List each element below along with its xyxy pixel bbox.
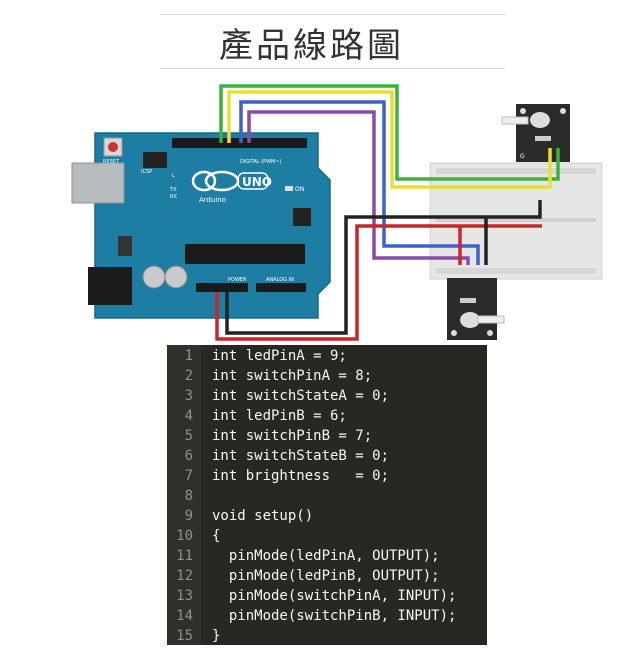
analog-label: ANALOG IN bbox=[266, 277, 294, 283]
icsp-label: ICSP bbox=[141, 169, 152, 175]
reset-label: RESET bbox=[103, 159, 120, 165]
code-text: pinMode(switchPinB, INPUT); bbox=[212, 608, 457, 624]
tx-label: TX bbox=[169, 187, 177, 193]
code-line: 6 int switchStateB = 0; bbox=[167, 446, 487, 466]
code-line: 7 int brightness = 0; bbox=[167, 466, 487, 486]
code-line: 14 pinMode(switchPinB, INPUT); bbox=[167, 606, 487, 626]
code-text: { bbox=[212, 528, 221, 544]
line-number: 8 bbox=[184, 488, 193, 504]
microcontroller-chip bbox=[185, 244, 305, 264]
led-module-b bbox=[447, 278, 505, 340]
line-number: 14 bbox=[176, 608, 193, 624]
rx-label: RX bbox=[170, 194, 177, 200]
analog-header bbox=[256, 283, 306, 292]
code-line: 10 { bbox=[167, 526, 487, 546]
code-line: 2 int switchPinA = 8; bbox=[167, 366, 487, 386]
line-number: 5 bbox=[184, 428, 193, 444]
code-text: int ledPinB = 6; bbox=[212, 408, 347, 424]
circuit-diagram: RESET ICSP DIGITAL (PWM~) UNO Arduino ON… bbox=[71, 84, 603, 341]
code-text: pinMode(ledPinB, OUTPUT); bbox=[212, 568, 440, 584]
code-text: int switchStateB = 0; bbox=[212, 448, 390, 464]
code-text: } bbox=[212, 628, 221, 644]
code-line: 13 pinMode(switchPinA, INPUT); bbox=[167, 586, 487, 606]
line-number: 2 bbox=[184, 368, 193, 384]
code-text: int switchPinB = 7; bbox=[212, 428, 373, 444]
on-label: ON bbox=[295, 186, 304, 193]
code-text: int brightness = 0; bbox=[212, 468, 390, 484]
code-line: 5 int switchPinB = 7; bbox=[167, 426, 487, 446]
code-line: 4 int ledPinB = 6; bbox=[167, 406, 487, 426]
line-number: 4 bbox=[184, 408, 193, 424]
title-area: 產品線路圖 bbox=[0, 0, 623, 70]
line-number: 15 bbox=[176, 628, 193, 644]
code-line: 12 pinMode(ledPinB, OUTPUT); bbox=[167, 566, 487, 586]
code-text: pinMode(ledPinA, OUTPUT); bbox=[212, 548, 440, 564]
led-module-a: G bbox=[501, 104, 570, 162]
code-text: int switchStateA = 0; bbox=[212, 388, 390, 404]
code-text: pinMode(switchPinA, INPUT); bbox=[212, 588, 457, 604]
code-line: 9 void setup() bbox=[167, 506, 487, 526]
code-line: 11 pinMode(ledPinA, OUTPUT); bbox=[167, 546, 487, 566]
code-line: 1 int ledPinA = 9; bbox=[167, 346, 487, 366]
code-text: int switchPinA = 8; bbox=[212, 368, 373, 384]
line-number: 3 bbox=[184, 388, 193, 404]
power-label: POWER bbox=[228, 277, 247, 283]
code-line: 8 bbox=[167, 486, 487, 506]
title-rule-bottom bbox=[160, 68, 505, 69]
line-number: 9 bbox=[184, 508, 193, 524]
line-number: 7 bbox=[184, 468, 193, 484]
uno-logo: UNO bbox=[242, 175, 272, 189]
code-line: 15} bbox=[167, 626, 487, 646]
line-number: 13 bbox=[176, 588, 193, 604]
usb-port bbox=[71, 162, 125, 204]
code-panel: 1 int ledPinA = 9; 2 int switchPinA = 8; 3 in… bbox=[167, 345, 487, 645]
wires bbox=[215, 84, 560, 341]
title-rule-top bbox=[160, 14, 505, 15]
line-number: 6 bbox=[184, 448, 193, 464]
line-number: 1 bbox=[184, 348, 193, 364]
digital-label: DIGITAL (PWM~) bbox=[240, 159, 282, 165]
arduino-brand: Arduino bbox=[199, 196, 226, 204]
page-title: 產品線路圖 bbox=[219, 26, 404, 66]
power-header bbox=[196, 283, 248, 292]
l-label: L bbox=[172, 173, 175, 179]
code-text: int ledPinA = 9; bbox=[212, 348, 347, 364]
line-number-gutter bbox=[167, 345, 201, 645]
line-number: 11 bbox=[176, 548, 193, 564]
power-jack bbox=[88, 267, 132, 305]
line-number: 12 bbox=[176, 568, 193, 584]
code-text: void setup() bbox=[212, 508, 314, 524]
arduino-board: RESET ICSP DIGITAL (PWM~) UNO Arduino ON… bbox=[71, 132, 331, 319]
module-a-label: G bbox=[520, 153, 525, 160]
line-number: 10 bbox=[176, 528, 193, 544]
code-line: 3 int switchStateA = 0; bbox=[167, 386, 487, 406]
